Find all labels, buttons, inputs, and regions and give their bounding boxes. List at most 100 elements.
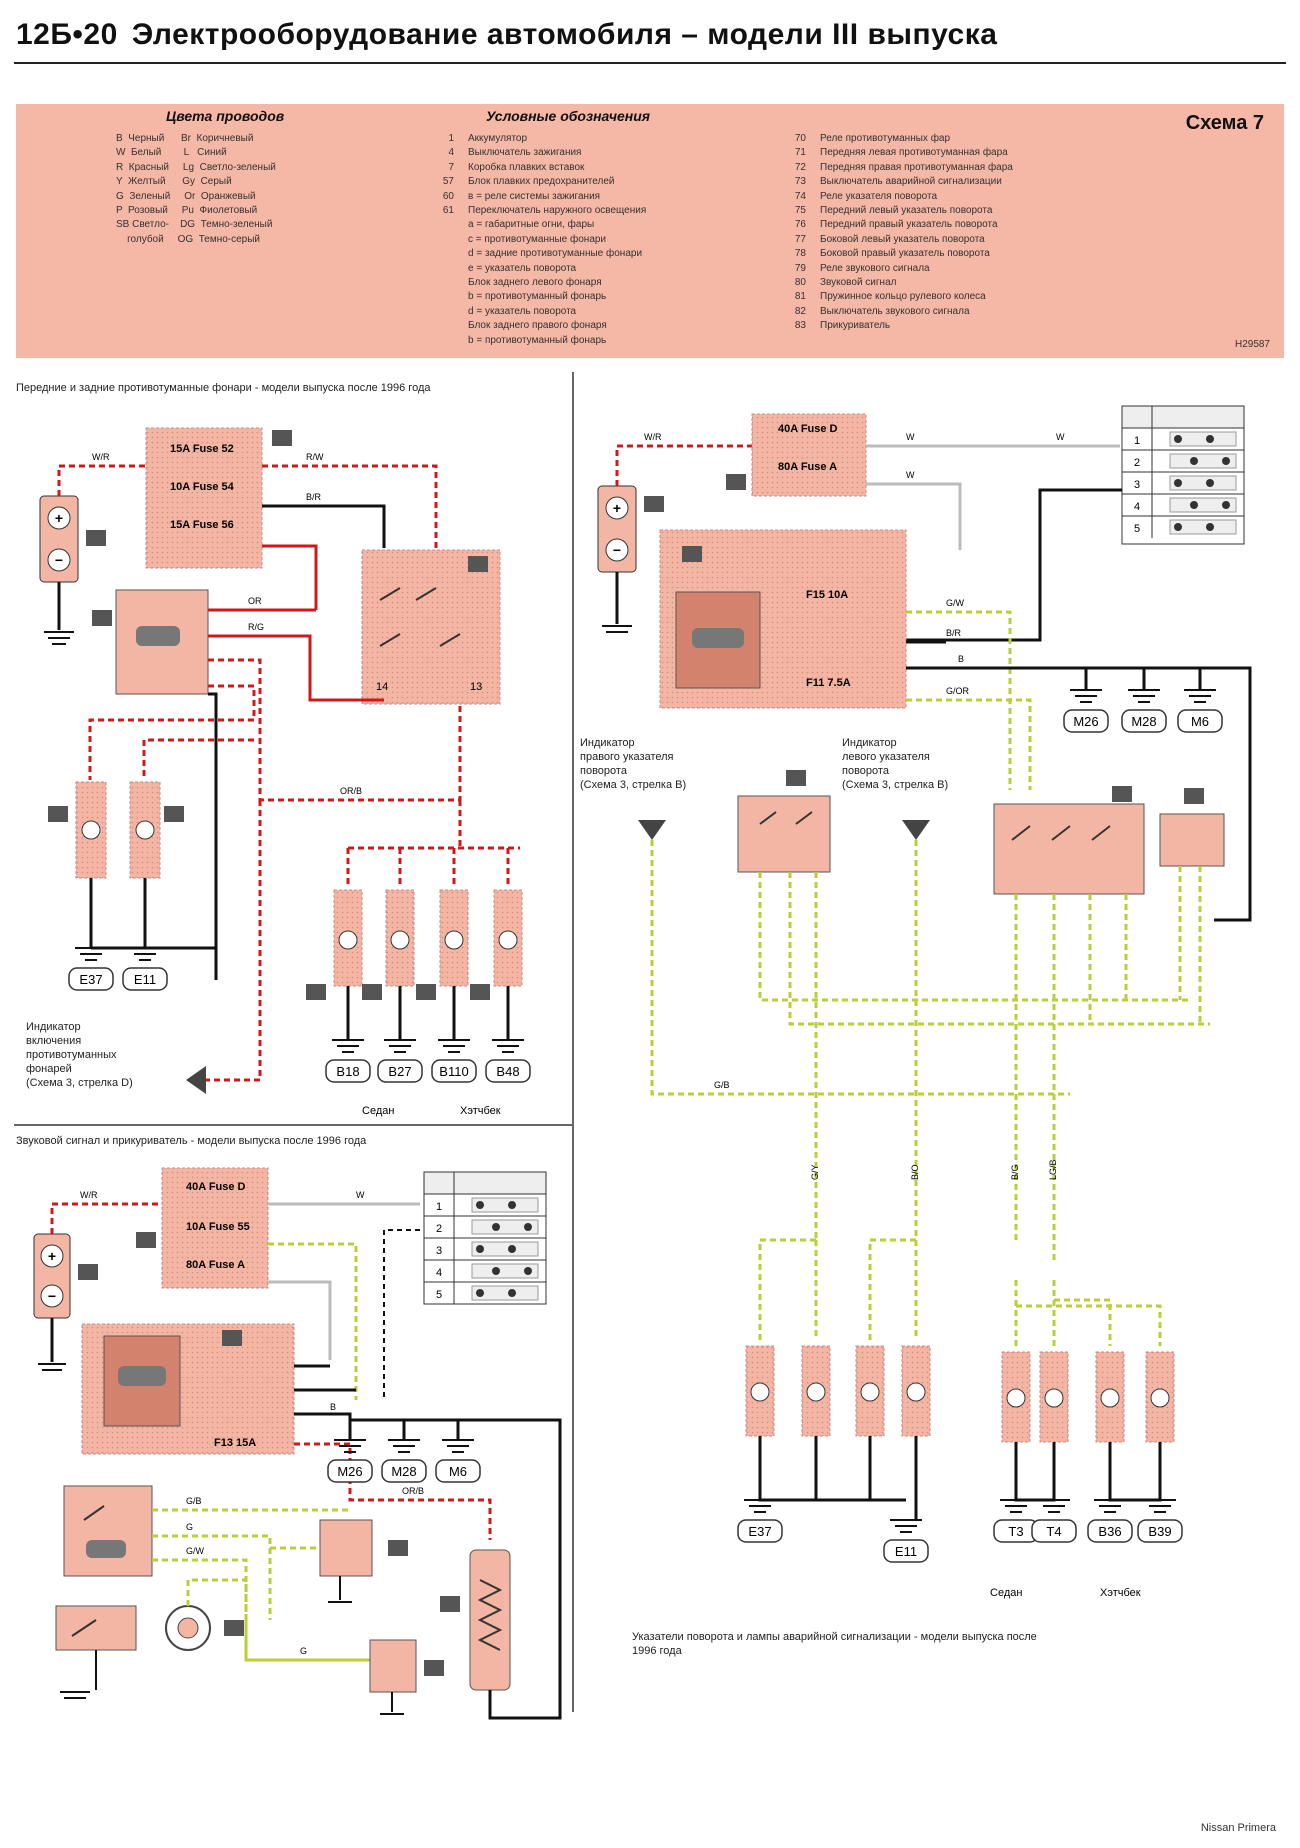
matrix-row-label: 2 <box>1134 457 1140 469</box>
arrow-right-indicator-icon <box>638 820 666 840</box>
fog-indicator-note: Индикатор включения противотуманных фона… <box>26 1021 133 1089</box>
symbols-title: Условные обозначения <box>486 108 651 124</box>
section-title-horn: Звуковой сигнал и прикуриватель - модели… <box>16 1135 367 1147</box>
matrix-cells <box>471 1197 539 1213</box>
wire-wr-label: W/R <box>92 452 110 462</box>
relay-description: Передняя правая противотуманная фара <box>820 161 1013 173</box>
wire-color-entry: SB Светло- DG Темно-зеленый <box>116 219 273 231</box>
horn-wire-g2: G <box>300 1646 307 1656</box>
relay-number: 71 <box>794 147 806 159</box>
wire-rg-label: R/G <box>248 622 264 632</box>
fuse-box-turn <box>751 413 867 497</box>
matrix-cells <box>1169 519 1237 535</box>
svg-text:−: − <box>613 542 621 558</box>
relay-description: Передний правый указатель поворота <box>820 219 998 231</box>
wire-color-entry: B Черный Br Коричневый <box>116 133 254 144</box>
panel-divider-vertical <box>572 372 574 1712</box>
ground-label: E37 <box>79 972 102 987</box>
svg-text:+: + <box>55 510 63 526</box>
rear-fog-lamps <box>306 889 523 1000</box>
relay-number: 73 <box>794 176 806 188</box>
matrix-row-label: 5 <box>1134 523 1140 535</box>
matrix-row-label: 1 <box>436 1201 442 1213</box>
symbol-description: Выключатель зажигания <box>468 147 582 159</box>
symbol-description: d = указатель поворота <box>468 305 577 317</box>
symbol-description: Блок плавких предохранителей <box>468 176 615 188</box>
relay-description: Пружинное кольцо рулевого колеса <box>820 291 986 303</box>
horn-relay <box>63 1485 153 1577</box>
relay-description: Боковой правый указатель поворота <box>820 248 990 260</box>
matrix-cells <box>1169 497 1237 513</box>
turn-wire-lgb: LG/B <box>1048 1159 1058 1180</box>
matrix-row-label: 3 <box>1134 479 1140 491</box>
relay-number: 77 <box>794 233 806 245</box>
turn-fuseA: 80A Fuse A <box>778 461 837 473</box>
matrix-row-label: 4 <box>1134 501 1140 513</box>
svg-text:−: − <box>48 1288 56 1304</box>
horn-wire-g: G <box>186 1522 193 1532</box>
relay-number: 81 <box>794 291 806 303</box>
legend-panel: Цвета проводов Условные обозначения Схем… <box>16 104 1284 358</box>
header-rule <box>14 62 1286 64</box>
fuse54-label: 10A Fuse 54 <box>170 481 235 493</box>
ground-label: B39 <box>1148 1524 1171 1539</box>
fog-hatch-label: Хэтчбек <box>460 1105 501 1117</box>
ground-label: B18 <box>336 1064 359 1079</box>
horn-component <box>319 1519 373 1577</box>
matrix-cells <box>471 1263 539 1279</box>
svg-text:−: − <box>55 552 63 568</box>
relay-number: 72 <box>794 161 806 173</box>
fog-section: + − 15A Fuse 52 10A Fuse 54 15A Fuse 56 … <box>39 427 523 1117</box>
horn-relay-2 <box>369 1639 417 1693</box>
horn-wire-orb: OR/B <box>402 1486 424 1496</box>
symbol-description: Блок заднего левого фонаря <box>468 277 602 289</box>
symbol-description: Переключатель наружного освещения <box>468 205 647 217</box>
matrix-row-label: 4 <box>436 1267 442 1279</box>
battery: + − <box>39 495 106 645</box>
symbol-number: 4 <box>448 147 454 159</box>
section-title-fog: Передние и задние противотуманные фонари… <box>16 382 431 394</box>
ground-label: T3 <box>1008 1524 1023 1539</box>
symbol-description: Блок заднего правого фонаря <box>468 320 607 332</box>
turn-wire-bo: B/O <box>910 1164 920 1180</box>
turn-wire-gw: G/W <box>946 598 965 608</box>
ground-label: E11 <box>134 972 156 987</box>
relay-description: Боковой левый указатель поворота <box>820 233 985 245</box>
arrow-left-indicator-icon <box>902 820 930 840</box>
symbol-number: 7 <box>448 161 454 173</box>
turn-wire-w2: W <box>1056 432 1065 442</box>
turn-left-indicator-note: Индикатор левого указателя поворота (Схе… <box>842 737 949 791</box>
ground-label: B110 <box>439 1064 468 1079</box>
fuse52-label: 15A Fuse 52 <box>170 443 234 455</box>
horn-wire-w: W <box>356 1190 365 1200</box>
turn-sedan-label: Седан <box>990 1587 1022 1599</box>
matrix-row-label: 5 <box>436 1289 442 1301</box>
relay-description: Передний левый указатель поворота <box>820 205 993 217</box>
cigar-lighter <box>469 1549 511 1691</box>
fog-relay <box>361 549 501 705</box>
wire-br-label: B/R <box>306 492 322 502</box>
relay-description: Звуковой сигнал <box>820 277 897 289</box>
turn-wire-w3: W <box>906 470 915 480</box>
turn-wire-br: B/R <box>946 628 962 638</box>
ground-label: M6 <box>449 1464 467 1479</box>
relay-description: Реле противотуманных фар <box>820 133 951 144</box>
ground-label: E11 <box>895 1544 917 1559</box>
matrix-row-label: 3 <box>436 1245 442 1257</box>
turn-wire-w1: W <box>906 432 915 442</box>
matrix-cells <box>1169 475 1237 491</box>
turn-fuseD: 40A Fuse D <box>778 423 838 435</box>
relay-description: Выключатель аварийной сигнализации <box>820 176 1002 188</box>
svg-text:14: 14 <box>376 681 388 693</box>
ground-label: M28 <box>391 1464 416 1479</box>
